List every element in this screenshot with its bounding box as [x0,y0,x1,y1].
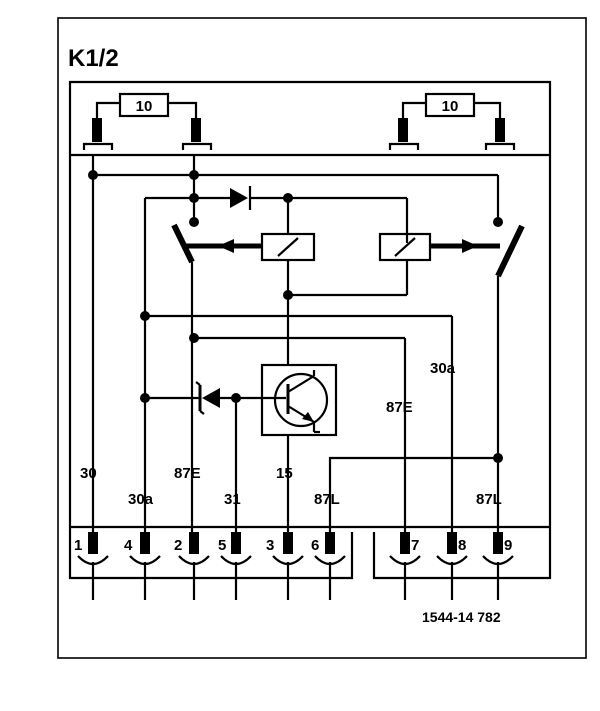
connector-housing-left [68,527,354,580]
transistor-icon [273,372,329,428]
wire-label-87E-right: 87E [386,399,413,416]
junction-dot [140,311,150,321]
junction-dot [189,193,199,203]
svg-text:4: 4 [124,537,133,554]
svg-text:7: 7 [411,537,419,554]
junction-dot [189,217,199,227]
drawing-reference: 1544-14 782 [422,609,501,625]
svg-text:8: 8 [458,537,466,554]
switch-right [495,175,525,540]
svg-text:9: 9 [504,537,512,554]
pin-9: 9 [482,532,514,600]
fuse-right: 10 [388,92,516,150]
diode-top [230,186,252,210]
junction-dot [493,217,503,227]
arrow-right [462,239,478,253]
module-title: K1/2 [68,45,119,72]
connector-housing-right [372,527,552,580]
junction-dot [283,193,293,203]
wire-label-31: 31 [224,491,241,508]
junction-dot [189,170,199,180]
wire-label-30a-right: 30a [430,360,456,377]
junction-dot [231,393,241,403]
fuse-left: 10 [82,92,213,150]
fuse-right-rating: 10 [442,98,459,115]
junction-dot [88,170,98,180]
svg-text:2: 2 [174,537,182,554]
outer-frame [57,17,587,659]
pin-5: 5 [218,532,252,600]
switch-left [171,223,195,540]
wire-label-15: 15 [276,465,293,482]
pin-4: 4 [124,532,161,600]
pin-8: 8 [436,532,468,600]
wire-label-30a-left: 30a [128,491,154,508]
wire-label-87L-right: 87L [476,491,502,508]
svg-text:1: 1 [74,537,82,554]
pin-2: 2 [174,532,210,600]
junction-dot [140,393,150,403]
fuse-left-rating: 10 [136,98,153,115]
junction-dot [283,290,293,300]
svg-text:6: 6 [311,537,319,554]
wire-label-87L-mid: 87L [314,491,340,508]
svg-text:3: 3 [266,537,274,554]
relay-housing [68,80,552,527]
pin-6: 6 [311,532,346,600]
arrow-left [218,239,234,253]
pin-7: 7 [389,532,421,600]
transistor-module [260,363,338,437]
svg-text:5: 5 [218,537,226,554]
wire-label-87E-left: 87E [174,465,201,482]
pin-1: 1 [74,532,109,600]
diode-lower [195,381,220,415]
pin-3: 3 [266,532,304,600]
junction-dot [493,453,503,463]
wire-87L-link [328,456,498,540]
junction-dot [189,333,199,343]
wire-label-30: 30 [80,465,97,482]
